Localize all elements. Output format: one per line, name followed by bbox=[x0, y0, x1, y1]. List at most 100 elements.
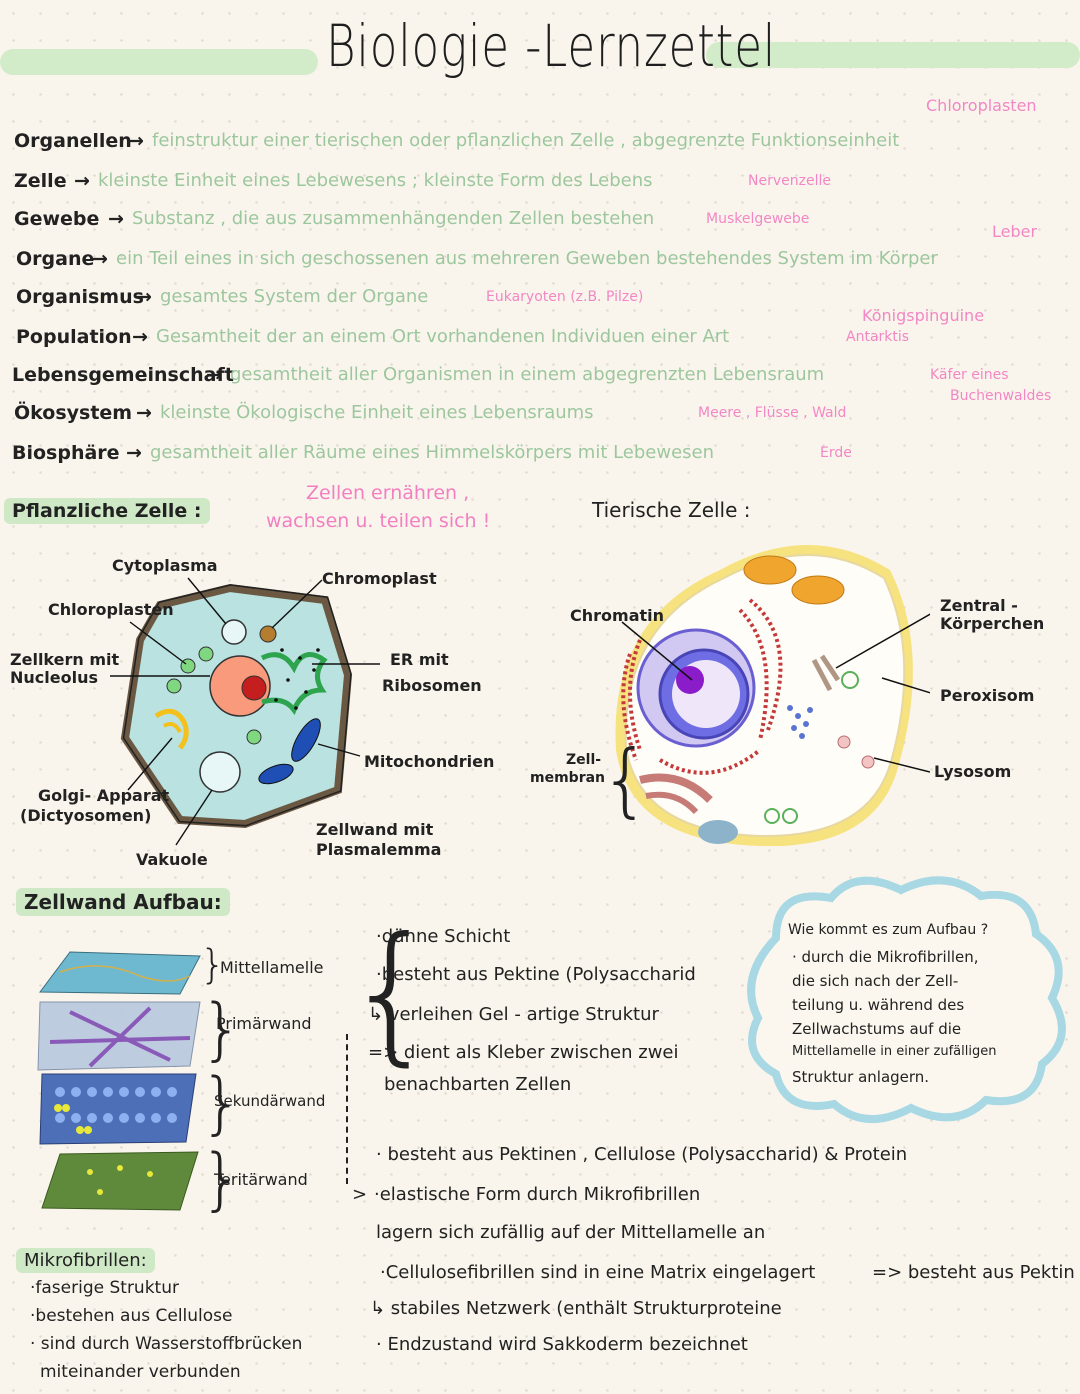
brace-mittellamelle: } bbox=[200, 942, 226, 988]
cloud-line: teilung u. während des bbox=[792, 996, 965, 1014]
brace-teritaerwand: } bbox=[200, 1140, 244, 1219]
note-buchenwald: Buchenwaldes bbox=[950, 388, 1052, 404]
cell-wall-diagram bbox=[37, 951, 201, 1211]
layer-teritaerwand: Teritärwand bbox=[214, 1170, 308, 1189]
definition-term: Zelle bbox=[14, 170, 67, 192]
label-golgi-2: (Dictyosomen) bbox=[20, 806, 152, 825]
note-chloroplasten: Chloroplasten bbox=[926, 96, 1037, 115]
title-bar-right bbox=[706, 42, 1080, 68]
plant-cell-heading: Pflanzliche Zelle : bbox=[4, 498, 210, 524]
definition-text: ein Teil eines in sich geschossenen aus … bbox=[116, 248, 938, 269]
arrow-icon: → bbox=[128, 130, 144, 152]
brace-middle-notes: { bbox=[344, 906, 440, 1080]
label-zellkern-2: Nucleolus bbox=[10, 668, 98, 687]
definition-term: Ökosystem bbox=[14, 402, 133, 424]
middle-note-line: ↳ verleihen Gel - artige Struktur bbox=[368, 1004, 659, 1025]
label-chromoplast: Chromoplast bbox=[322, 569, 437, 588]
cloud-line: Struktur anlagern. bbox=[792, 1068, 930, 1086]
arrow-icon: → bbox=[136, 286, 152, 308]
arrow-icon: → bbox=[126, 442, 142, 464]
plant-cell-note-2: wachsen u. teilen sich ! bbox=[266, 510, 491, 532]
label-zellwand-1: Zellwand mit bbox=[316, 820, 434, 839]
arrow-icon: → bbox=[108, 208, 124, 230]
arrow-icon: → bbox=[132, 326, 148, 348]
label-chloroplasten: Chloroplasten bbox=[48, 600, 174, 619]
definition-term: Organismus bbox=[16, 286, 144, 308]
label-zellwand-2: Plasmalemma bbox=[316, 840, 442, 859]
animal-cell-diagram bbox=[615, 545, 930, 847]
definition-text: feinstruktur einer tierischen oder pflan… bbox=[152, 130, 900, 151]
definition-term: Biosphäre bbox=[12, 442, 120, 464]
layer-primaerwand: Primärwand bbox=[216, 1014, 312, 1033]
middle-note-line: => dient als Kleber zwischen zwei bbox=[368, 1042, 679, 1063]
cloud-line: die sich nach der Zell- bbox=[792, 972, 959, 990]
plant-cell-note-1: Zellen ernähren , bbox=[306, 482, 470, 504]
animal-cell-heading: Tierische Zelle : bbox=[592, 498, 751, 522]
label-zellmembran-1: Zell- bbox=[566, 752, 602, 768]
label-peroxisom: Peroxisom bbox=[940, 686, 1035, 705]
label-mitochondrien: Mitochondrien bbox=[364, 752, 495, 771]
label-vakuole: Vakuole bbox=[136, 850, 208, 869]
definition-example: Meere , Flüsse , Wald bbox=[698, 405, 847, 421]
arrow-icon: → bbox=[92, 248, 108, 270]
mikrofibrillen-heading: Mikrofibrillen: bbox=[16, 1248, 155, 1273]
label-golgi-1: Golgi- Apparat bbox=[38, 786, 170, 805]
layer-mittellamelle: Mittellamelle bbox=[220, 958, 324, 977]
primary-note-line: · Endzustand wird Sakkoderm bezeichnet bbox=[376, 1334, 748, 1355]
definition-text: gesamtes System der Organe bbox=[160, 286, 429, 307]
definition-text: gesamtheit aller Räume eines Himmelskörp… bbox=[150, 442, 715, 463]
definition-text: kleinste Ökologische Einheit eines Leben… bbox=[160, 402, 594, 423]
definition-text: Gesamtheit der an einem Ort vorhandenen … bbox=[156, 326, 730, 347]
definition-text: Substanz , die aus zusammenhängenden Zel… bbox=[132, 208, 655, 229]
label-er-2: Ribosomen bbox=[382, 676, 482, 695]
mikrofibrillen-line: · sind durch Wasserstoffbrücken bbox=[30, 1334, 303, 1354]
cloud-line: · durch die Mikrofibrillen, bbox=[792, 948, 979, 966]
brace-sekundaerwand: } bbox=[200, 1064, 244, 1143]
label-zentral-2: Körperchen bbox=[940, 614, 1045, 633]
definition-example: Erde bbox=[820, 445, 852, 461]
definition-text: gesamtheit aller Organismen in einem abg… bbox=[230, 364, 825, 385]
definition-term: Organellen bbox=[14, 130, 132, 152]
zellmembran-brace: { bbox=[600, 733, 651, 826]
middle-note-line: ·dünne Schicht bbox=[376, 926, 511, 947]
page-title: Biologie -Lernzettel bbox=[326, 12, 777, 80]
label-cytoplasma: Cytoplasma bbox=[112, 556, 218, 575]
brace-primaerwand: } bbox=[200, 990, 244, 1069]
arrow-icon: → bbox=[136, 402, 152, 424]
primary-note-line: · besteht aus Pektinen , Cellulose (Poly… bbox=[376, 1144, 908, 1165]
plant-cell-diagram bbox=[110, 577, 380, 846]
primary-note-line: lagern sich zufällig auf der Mittellamel… bbox=[376, 1222, 766, 1243]
primary-note-line: => besteht aus Pektin bbox=[872, 1262, 1075, 1283]
definition-term: Lebensgemeinschaft bbox=[12, 364, 234, 386]
note-leber: Leber bbox=[992, 222, 1038, 241]
primary-note-line: ·elastische Form durch Mikrofibrillen bbox=[374, 1184, 701, 1205]
cloud-line: Zellwachstums auf die bbox=[792, 1020, 962, 1038]
label-zellkern-1: Zellkern mit bbox=[10, 650, 120, 669]
arrow-gt: > bbox=[352, 1184, 368, 1205]
label-chromatin: Chromatin bbox=[570, 606, 665, 625]
definition-example: Eukaryoten (z.B. Pilze) bbox=[486, 289, 644, 305]
layer-sekundaerwand: Sekundärwand bbox=[214, 1092, 326, 1110]
definition-example: Nervenzelle bbox=[748, 173, 831, 189]
middle-note-line: ·besteht aus Pektine (Polysaccharid bbox=[376, 964, 696, 985]
cloud-shape bbox=[747, 876, 1066, 1123]
definition-term: Organe bbox=[16, 248, 95, 270]
label-zentral-1: Zentral - bbox=[940, 596, 1018, 615]
note-koenigspinguine: Königspinguine bbox=[862, 306, 985, 325]
mikrofibrillen-line: ·faserige Struktur bbox=[30, 1278, 179, 1298]
label-er-1: ER mit bbox=[390, 650, 449, 669]
definition-example: Käfer eines bbox=[930, 367, 1009, 383]
middle-note-line: benachbarten Zellen bbox=[384, 1074, 572, 1095]
mikrofibrillen-line: miteinander verbunden bbox=[40, 1362, 241, 1382]
definition-example: Muskelgewebe bbox=[706, 211, 810, 227]
primary-note-line: ↳ stabiles Netzwerk (enthält Strukturpro… bbox=[370, 1298, 782, 1319]
definition-text: kleinste Einheit eines Lebewesens ; klei… bbox=[98, 170, 653, 191]
dashed-connector bbox=[346, 1034, 348, 1184]
definition-term: Population bbox=[16, 326, 132, 348]
label-lysosom: Lysosom bbox=[934, 762, 1012, 781]
arrow-icon: → bbox=[74, 170, 90, 192]
label-zellmembran-2: membran bbox=[530, 770, 606, 786]
definition-term: Gewebe bbox=[14, 208, 100, 230]
title-bar-left bbox=[0, 49, 318, 75]
mikrofibrillen-line: ·bestehen aus Cellulose bbox=[30, 1306, 233, 1326]
